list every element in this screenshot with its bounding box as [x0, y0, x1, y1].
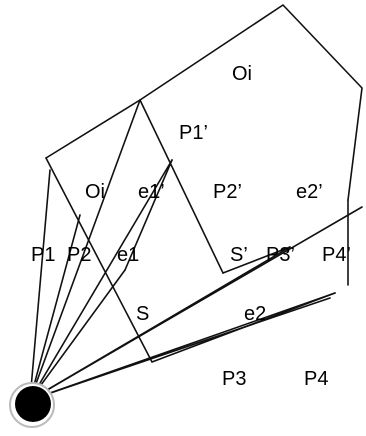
- label-p3: P3: [222, 368, 246, 390]
- ray-e1-prime-line: [29, 159, 173, 401]
- label-s: S: [136, 303, 149, 325]
- label-s-prime: S’: [230, 244, 248, 266]
- label-oi-top: Oi: [232, 63, 252, 85]
- ray-p4-prime-line: [29, 206, 363, 401]
- label-p4: P4: [304, 368, 328, 390]
- p1-prime-edge-line: [139, 99, 224, 274]
- ray-oi-upper-line: [29, 99, 141, 401]
- label-p3-prime: P3’: [266, 244, 295, 266]
- upper-polygon-outline: [139, 4, 363, 201]
- lower-polygon-outline: [45, 99, 141, 159]
- e1-prime-edge-line: [124, 159, 173, 271]
- label-e1-prime: e1’: [138, 181, 165, 203]
- label-e2: e2: [244, 303, 266, 325]
- label-e2-prime: e2’: [296, 181, 323, 203]
- label-p2-prime: P2’: [213, 181, 242, 203]
- camera-icon: [15, 386, 51, 422]
- ray-p1-line: [29, 169, 51, 401]
- label-p1: P1: [31, 244, 55, 266]
- label-p1-prime: P1’: [179, 122, 208, 144]
- s-prime-segment-line: [222, 246, 291, 274]
- ray-e1-line: [29, 269, 126, 401]
- label-p2: P2: [67, 244, 91, 266]
- label-e1: e1: [117, 244, 139, 266]
- ray-p2-line: [29, 214, 81, 401]
- ray-p4-line: [29, 297, 331, 401]
- label-oi-left: Oi: [85, 181, 105, 203]
- lower-polygon-left-side: [45, 157, 336, 363]
- label-p4-prime: P4’: [322, 244, 351, 266]
